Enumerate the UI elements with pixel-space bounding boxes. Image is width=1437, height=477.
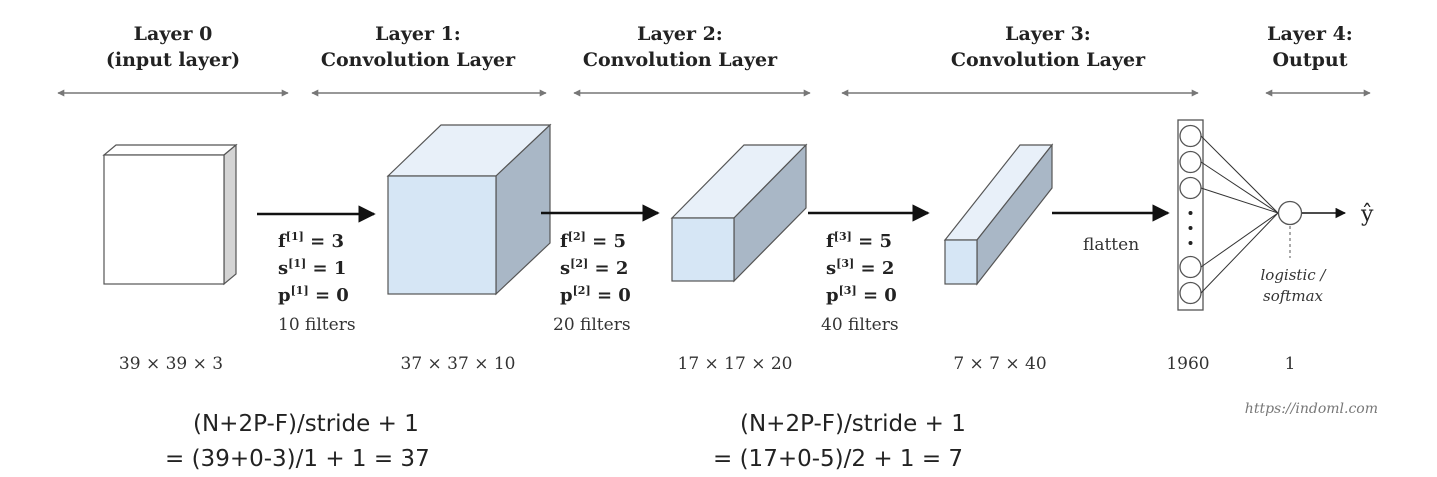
dimensions-row: 39 × 39 × 3 37 × 37 × 10 17 × 17 × 20 7 … <box>119 354 1296 374</box>
dimension-output: 1 <box>1285 354 1296 374</box>
neuron-2 <box>1179 150 1202 174</box>
flattened-vector <box>1177 119 1204 311</box>
conv2-volume <box>670 143 808 283</box>
layer-3-title-line2: Convolution Layer <box>951 49 1146 71</box>
conv3-volume-front <box>944 239 978 285</box>
ellipsis-dots <box>1188 211 1193 245</box>
conv1-params: f[1] = 3 s[1] = 1 p[1] = 0 10 filters <box>278 230 356 335</box>
formula-2: (N+2P-F)/stride + 1 = (17+0-5)/2 + 1 = 7 <box>713 411 966 472</box>
conv3-param-p: p[3] = 0 <box>826 284 897 306</box>
conv1-param-s: s[1] = 1 <box>278 257 346 279</box>
conv2-volume-front <box>671 217 735 282</box>
formula-1: (N+2P-F)/stride + 1 = (39+0-3)/1 + 1 = 3… <box>165 411 430 472</box>
layer-1-title-line2: Convolution Layer <box>321 49 516 71</box>
output-connections <box>1200 135 1279 294</box>
neuron-1 <box>1179 124 1202 148</box>
layer-3-title: Layer 3: Convolution Layer <box>951 23 1146 71</box>
activation-line2: softmax <box>1263 287 1323 305</box>
layer-0-title: Layer 0 (input layer) <box>106 23 240 71</box>
dimension-flatten: 1960 <box>1166 354 1209 374</box>
input-volume-front <box>103 154 225 285</box>
conv3-volume <box>943 143 1054 286</box>
dimension-layer3: 7 × 7 × 40 <box>953 354 1046 374</box>
conv3-param-s: s[3] = 2 <box>826 257 894 279</box>
flatten-label: flatten <box>1083 235 1139 255</box>
input-volume-top <box>102 144 238 156</box>
conv3-filters: 40 filters <box>821 315 899 335</box>
dimension-layer1: 37 × 37 × 10 <box>401 354 516 374</box>
layer-4-title-line2: Output <box>1272 49 1347 71</box>
formula-2-line1: (N+2P-F)/stride + 1 <box>740 411 966 437</box>
conv3-params: f[3] = 5 s[3] = 2 p[3] = 0 40 filters <box>821 230 899 335</box>
output-neuron <box>1277 200 1303 226</box>
conv3-param-f: f[3] = 5 <box>826 230 892 252</box>
activation-line1: logistic / <box>1261 266 1328 284</box>
layer-1-title-line1: Layer 1: <box>375 23 461 45</box>
conv2-param-s: s[2] = 2 <box>560 257 628 279</box>
source-url: https://indoml.com <box>1245 401 1378 417</box>
layer-4-title-line1: Layer 4: <box>1267 23 1353 45</box>
layer-1-title: Layer 1: Convolution Layer <box>321 23 516 71</box>
layer-0-title-line2: (input layer) <box>106 49 240 71</box>
layer-4-title: Layer 4: Output <box>1267 23 1353 71</box>
input-volume-side <box>223 143 237 286</box>
conv1-volume-front <box>387 175 497 295</box>
conv2-param-f: f[2] = 5 <box>560 230 626 252</box>
formula-1-line1: (N+2P-F)/stride + 1 <box>193 411 419 437</box>
layer-2-title: Layer 2: Convolution Layer <box>583 23 778 71</box>
conv1-filters: 10 filters <box>278 315 356 335</box>
dimension-layer0: 39 × 39 × 3 <box>119 354 223 374</box>
input-volume <box>102 143 238 286</box>
conv2-filters: 20 filters <box>553 315 631 335</box>
conv1-volume <box>386 123 552 296</box>
dimension-layer2: 17 × 17 × 20 <box>678 354 793 374</box>
formula-2-line2: = (17+0-5)/2 + 1 = 7 <box>713 446 963 472</box>
conv1-param-f: f[1] = 3 <box>278 230 344 252</box>
neuron-5 <box>1179 281 1202 305</box>
formula-1-line2: = (39+0-3)/1 + 1 = 37 <box>165 446 430 472</box>
neuron-3 <box>1179 176 1202 200</box>
conv2-param-p: p[2] = 0 <box>560 284 631 306</box>
forward-arrows <box>257 204 1170 223</box>
layer-0-title-line1: Layer 0 <box>134 23 213 45</box>
output-y-hat: ŷ <box>1360 202 1374 227</box>
conv2-params: f[2] = 5 s[2] = 2 p[2] = 0 20 filters <box>553 230 631 335</box>
layer-2-title-line2: Convolution Layer <box>583 49 778 71</box>
layer-3-title-line1: Layer 3: <box>1005 23 1091 45</box>
neuron-4 <box>1179 255 1202 279</box>
layer-2-title-line1: Layer 2: <box>637 23 723 45</box>
conv1-param-p: p[1] = 0 <box>278 284 349 306</box>
